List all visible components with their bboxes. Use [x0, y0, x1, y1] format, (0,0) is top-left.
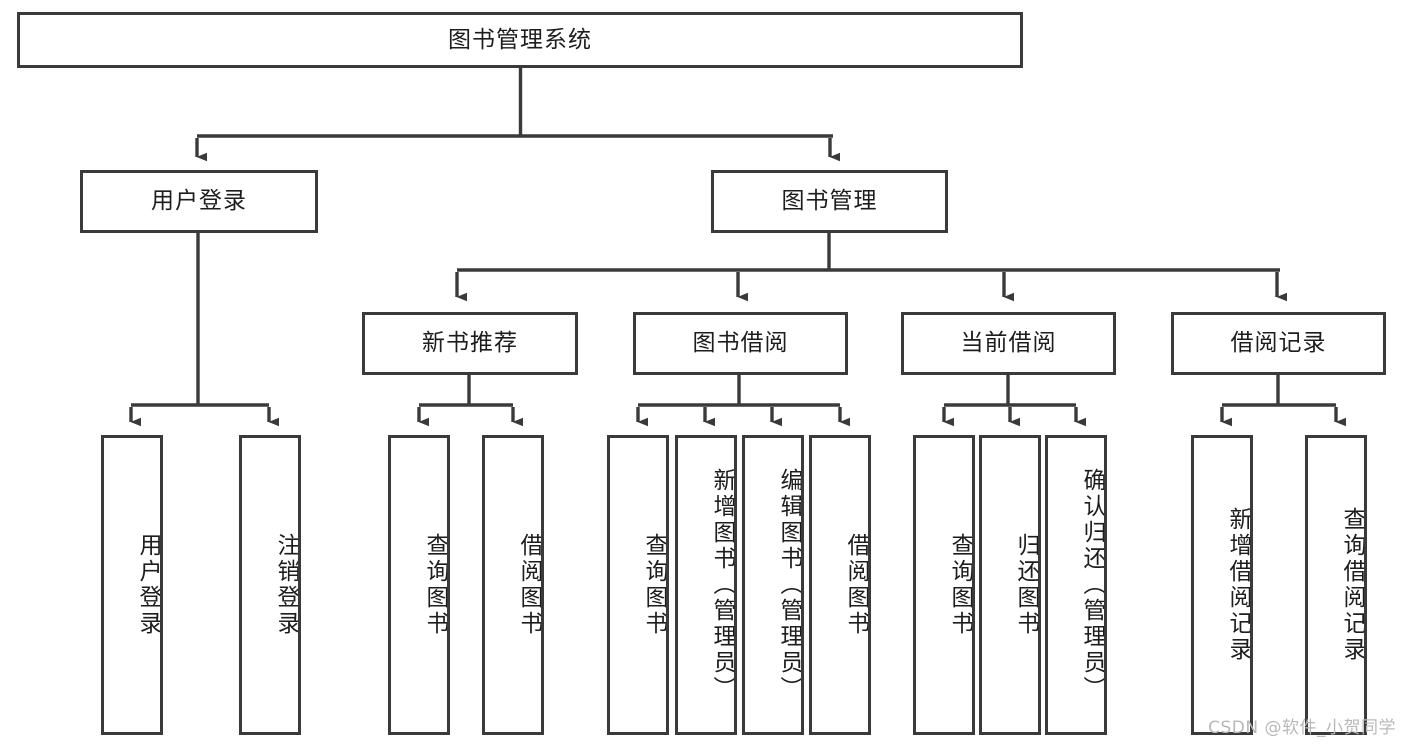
leaf-current-borrow-return-book[interactable]: 归还图书 — [979, 435, 1041, 735]
node-root-book-management-system[interactable]: 图书管理系统 — [17, 12, 1023, 68]
leaf-new-book-borrow-book[interactable]: 借阅图书 — [482, 435, 544, 735]
leaf-borrow-record-query-record[interactable]: 查询借阅记录 — [1305, 435, 1367, 735]
leaf-new-book-query-book[interactable]: 查询图书 — [388, 435, 450, 735]
leaf-current-borrow-query-book[interactable]: 查询图书 — [913, 435, 975, 735]
leaf-borrow-record-add-record[interactable]: 新增借阅记录 — [1191, 435, 1253, 735]
leaf-book-borrow-add-book-admin[interactable]: 新增图书（管理员） — [675, 435, 737, 735]
node-current-borrowing[interactable]: 当前借阅 — [901, 312, 1116, 375]
leaf-user-logout[interactable]: 注销登录 — [239, 435, 301, 735]
leaf-current-borrow-confirm-return-admin[interactable]: 确认归还（管理员） — [1045, 435, 1107, 735]
leaf-user-login[interactable]: 用户登录 — [101, 435, 163, 735]
node-borrowing-record[interactable]: 借阅记录 — [1171, 312, 1386, 375]
leaf-book-borrow-borrow-book[interactable]: 借阅图书 — [809, 435, 871, 735]
node-book-management[interactable]: 图书管理 — [711, 170, 948, 233]
leaf-book-borrow-edit-book-admin[interactable]: 编辑图书（管理员） — [742, 435, 804, 735]
node-book-borrowing[interactable]: 图书借阅 — [633, 312, 848, 375]
csdn-watermark: CSDN @软件_小贺同学 — [1208, 718, 1396, 738]
node-user-login[interactable]: 用户登录 — [80, 170, 318, 233]
node-new-book-recommendation[interactable]: 新书推荐 — [362, 312, 578, 375]
leaf-book-borrow-query-book[interactable]: 查询图书 — [607, 435, 669, 735]
